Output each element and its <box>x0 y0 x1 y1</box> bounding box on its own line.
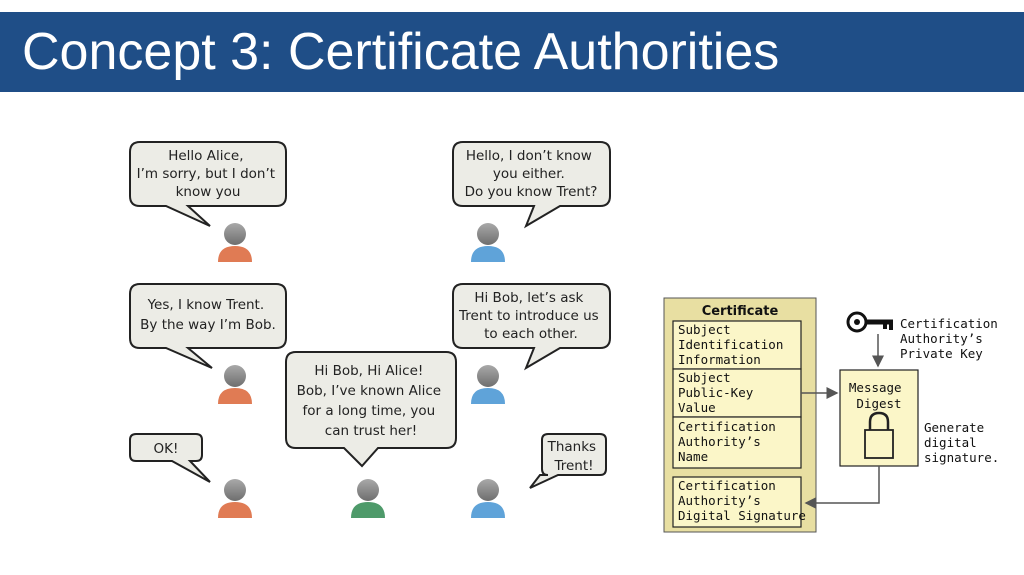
cert-field-public-key <box>672 368 802 418</box>
cert-field-text: Certification Authority’s Digital Signat… <box>678 478 806 523</box>
bubble-alice-thanks: Thanks Trent! <box>529 433 607 489</box>
cert-field-text: Subject Identification Information <box>678 322 791 367</box>
title-bar: Concept 3: Certificate Authorities <box>0 12 1024 92</box>
cert-field-subject-id <box>672 320 802 370</box>
bubble-text: Hello, I don’t know you either. Do you k… <box>465 148 598 200</box>
cert-field-ca-name <box>672 416 802 469</box>
bubble-text: Thanks Trent! <box>547 439 601 474</box>
message-digest-label: Message Digest <box>849 380 909 411</box>
arrow-digest-to-signature <box>804 466 880 509</box>
person-icon <box>471 479 505 518</box>
key-icon <box>846 311 893 333</box>
person-icon <box>218 223 252 262</box>
cert-field-text: Certification Authority’s Name <box>678 419 783 464</box>
person-icon <box>218 479 252 518</box>
bubble-text: Hi Bob, Hi Alice! Bob, I’ve known Alice … <box>297 363 446 439</box>
bubble-text: Hi Bob, let’s ask Trent to introduce us … <box>458 290 603 342</box>
person-icon <box>351 479 385 518</box>
bubble-bob-ok: OK! <box>129 433 211 483</box>
bubble-bob-know-trent: Yes, I know Trent. By the way I’m Bob. <box>129 283 287 369</box>
generate-signature-label: Generate digital signature. <box>924 420 999 465</box>
person-icon <box>471 223 505 262</box>
bubble-text: Hello Alice, I’m sorry, but I don’t know… <box>137 148 280 200</box>
lock-icon <box>864 411 894 459</box>
bubble-text: OK! <box>154 441 179 457</box>
person-icon <box>471 365 505 404</box>
bubble-alice-ask-trent: Hi Bob, let’s ask Trent to introduce us … <box>452 283 611 371</box>
certificate-title: Certificate <box>702 304 779 319</box>
bubble-alice-hello-bob: Hello, I don’t know you either. Do you k… <box>452 141 611 229</box>
bubble-text: Yes, I know Trent. By the way I’m Bob. <box>140 297 276 333</box>
person-icon <box>218 365 252 404</box>
bubble-trent-introduce: Hi Bob, Hi Alice! Bob, I’ve known Alice … <box>285 351 457 468</box>
cert-field-signature <box>672 476 802 528</box>
private-key-label: Certification Authority’s Private Key <box>900 316 1005 361</box>
cert-field-text: Subject Public-Key Value <box>678 370 761 415</box>
slide-title: Concept 3: Certificate Authorities <box>22 23 780 81</box>
certificate-diagram: Certificate Subject Identification Infor… <box>663 297 1005 533</box>
bubble-bob-hello-alice: Hello Alice, I’m sorry, but I don’t know… <box>129 141 287 227</box>
